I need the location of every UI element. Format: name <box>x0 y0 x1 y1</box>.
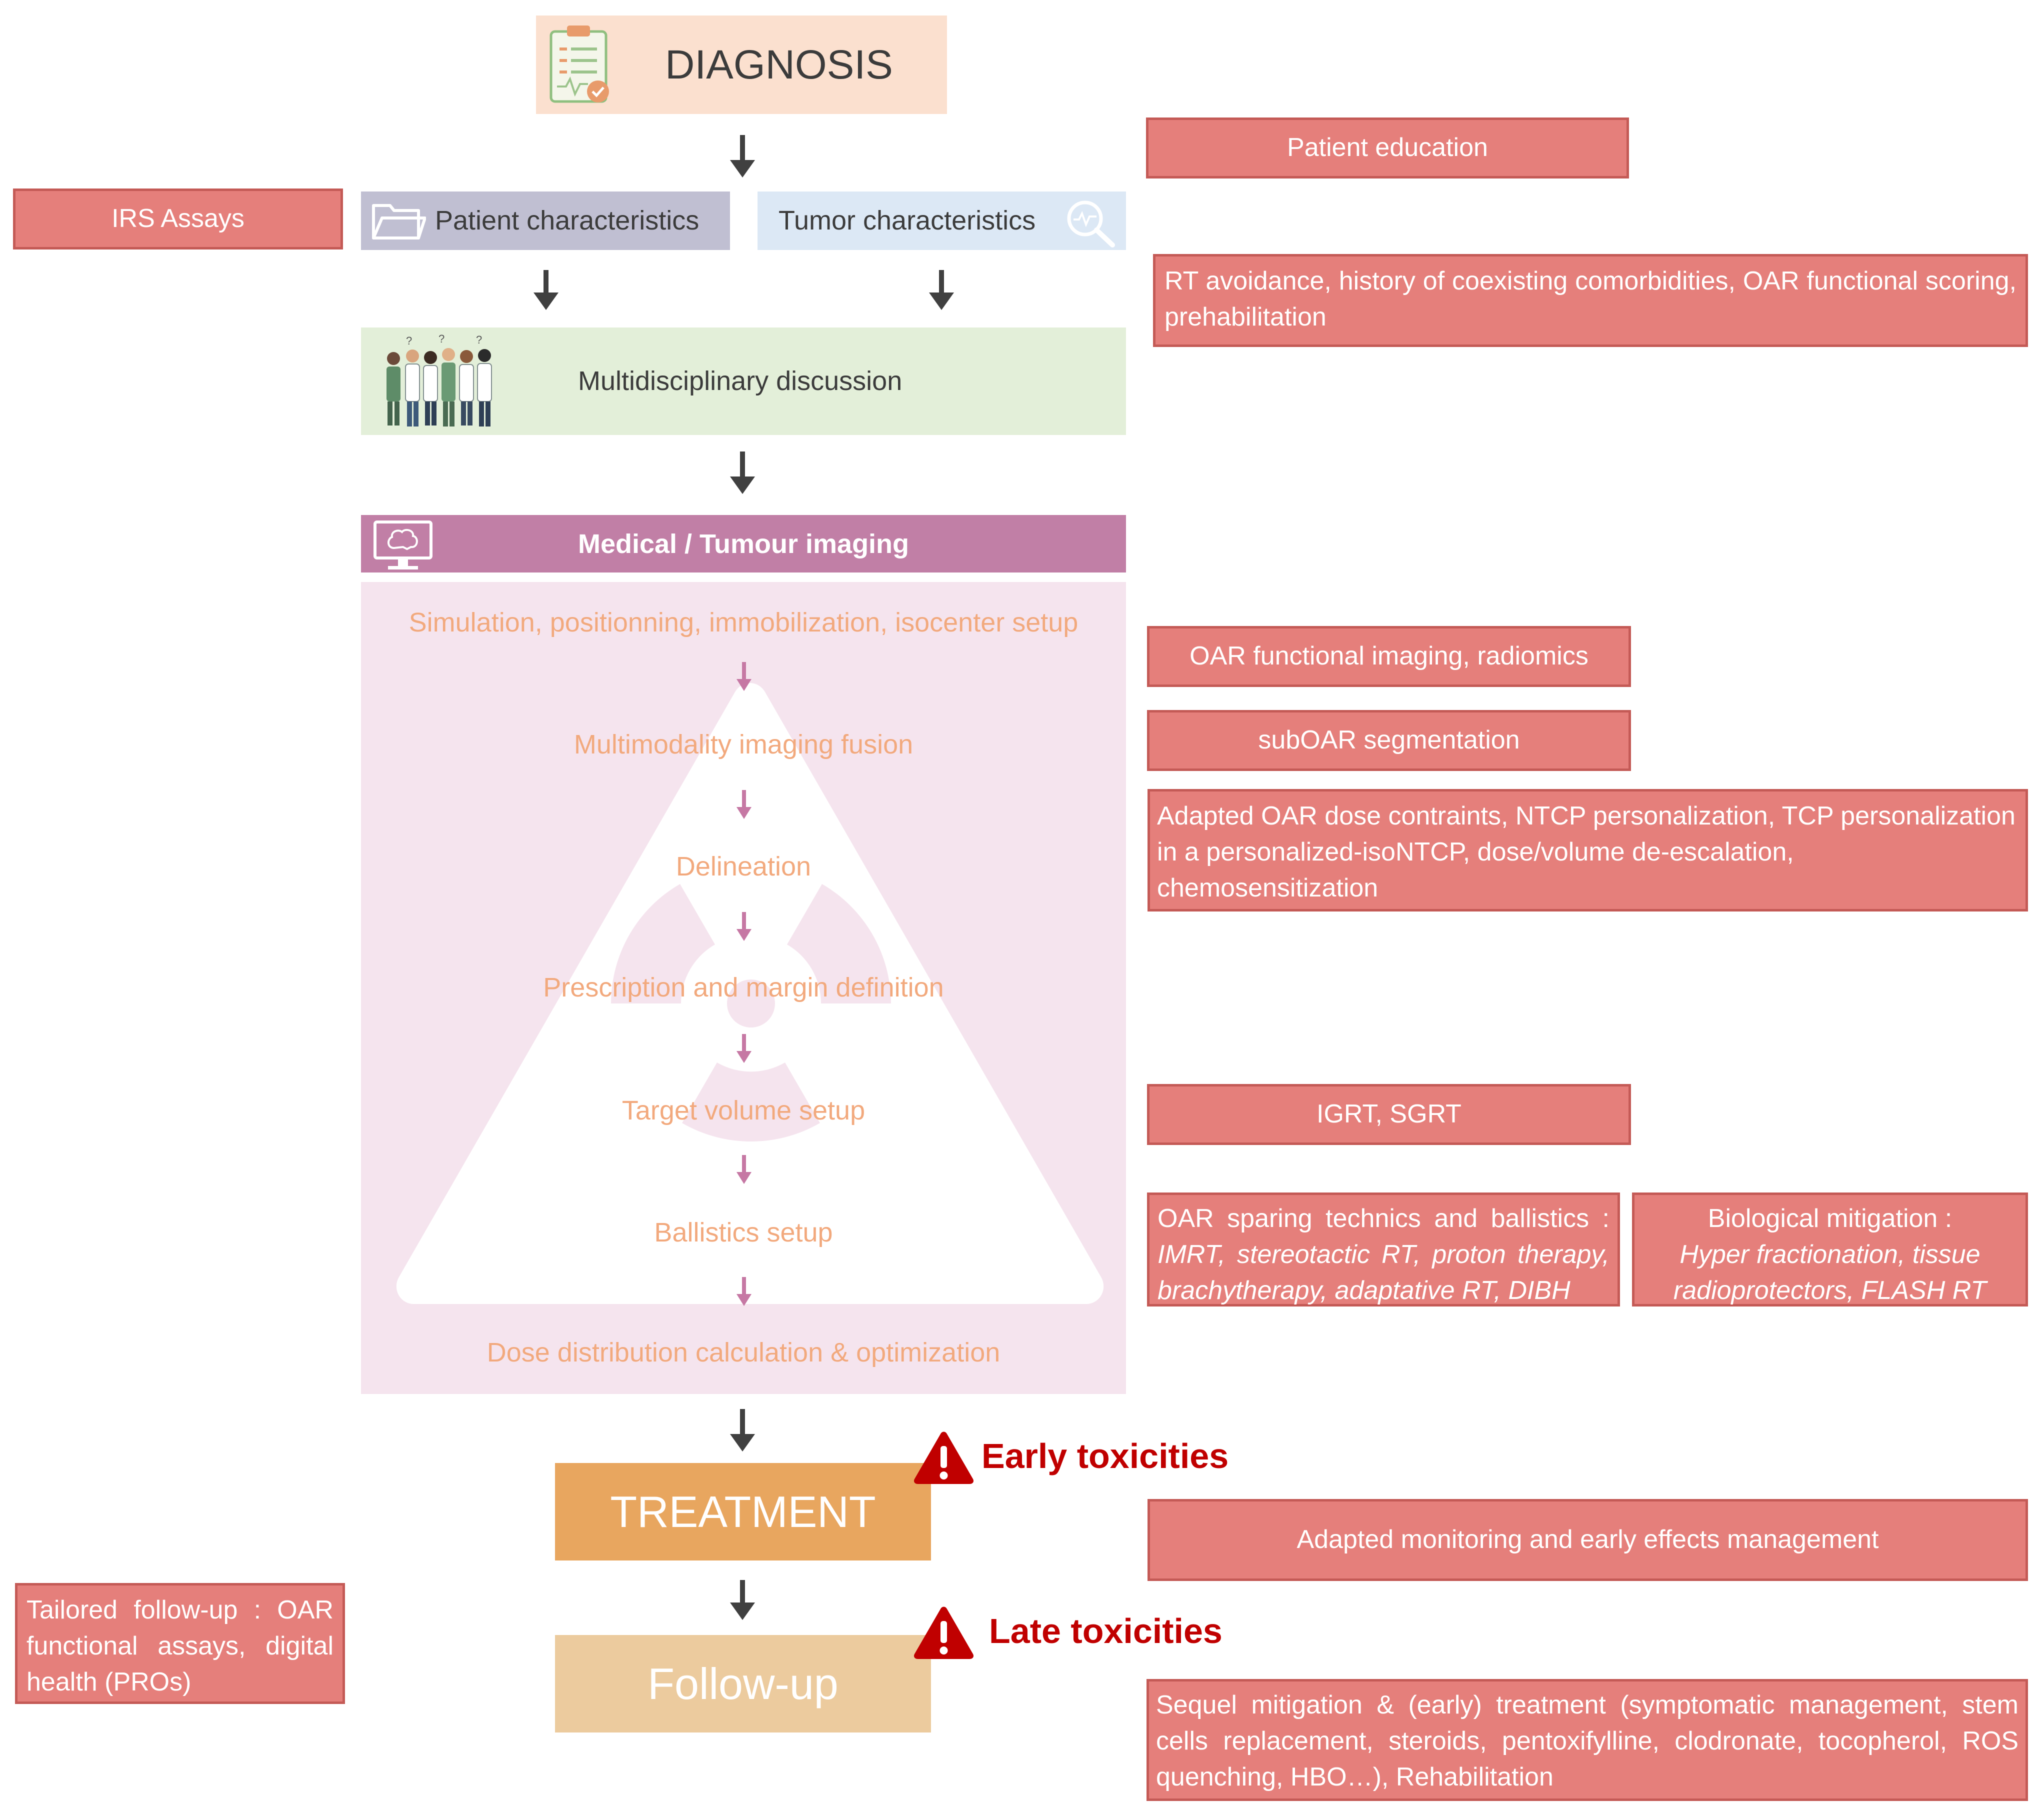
step-imaging-fusion: Multimodality imaging fusion <box>574 730 914 760</box>
svg-text:?: ? <box>406 334 412 347</box>
oar-functional-imaging-box: OAR functional imaging, radiomics <box>1147 626 1631 687</box>
svg-text:?: ? <box>476 334 482 346</box>
tumor-characteristics-box: Tumor characteristics <box>758 192 1126 250</box>
folder-icon <box>371 200 426 244</box>
step-dose-distribution: Dose distribution calculation & optimiza… <box>486 1338 1000 1368</box>
adapted-dose-box: Adapted OAR dose contraints, NTCP person… <box>1148 789 2028 912</box>
step-prescription: Prescription and margin definition <box>543 972 944 1002</box>
diagnosis-label: DIAGNOSIS <box>665 42 893 88</box>
oar-sparing-title: OAR sparing technics and ballistics : <box>1158 1204 1610 1233</box>
sequel-mitigation-box: Sequel mitigation & (early) treatment (s… <box>1146 1679 2028 1801</box>
flow-arrow-patient <box>534 270 558 310</box>
clipboard-icon <box>542 22 617 108</box>
step-target-volume: Target volume setup <box>622 1096 866 1126</box>
biological-mitigation-title: Biological mitigation : <box>1708 1204 1952 1233</box>
followup-box: Follow-up <box>555 1635 931 1732</box>
tumor-characteristics-label: Tumor characteristics <box>778 206 1036 236</box>
step-arrow-4 <box>736 1034 752 1063</box>
imaging-label: Medical / Tumour imaging <box>578 528 910 559</box>
magnifier-icon <box>1062 198 1118 250</box>
igrt-sgrt-box: IGRT, SGRT <box>1147 1084 1631 1145</box>
planning-panel: Simulation, positionning, immobilization… <box>361 582 1126 1394</box>
irs-assays-box: IRS Assays <box>13 188 343 250</box>
patient-characteristics-box: Patient characteristics <box>361 192 730 250</box>
patient-characteristics-label: Patient characteristics <box>435 206 700 236</box>
medical-team-icon: ??? <box>378 332 508 431</box>
svg-text:?: ? <box>438 334 444 345</box>
late-toxicities-label: Late toxicities <box>989 1612 1222 1650</box>
step-simulation: Simulation, positionning, immobilization… <box>408 608 1078 638</box>
warning-icon <box>914 1606 974 1659</box>
suboar-segmentation-box: subOAR segmentation <box>1147 710 1631 771</box>
flow-arrow-planning <box>730 1409 755 1452</box>
tailored-followup-box: Tailored follow-up : OAR functional assa… <box>15 1583 345 1704</box>
early-toxicities-label: Early toxicities <box>982 1436 1229 1476</box>
patient-education-box: Patient education <box>1146 118 1629 178</box>
step-arrow-3 <box>736 912 752 941</box>
step-arrow-5 <box>736 1155 752 1184</box>
radiation-warning-triangle <box>396 683 1104 1304</box>
imaging-box: Medical / Tumour imaging <box>361 515 1126 572</box>
step-arrow-1 <box>736 662 752 691</box>
flow-arrow-tumor <box>929 270 954 310</box>
step-arrow-2 <box>736 790 752 819</box>
treatment-box: TREATMENT <box>555 1463 931 1560</box>
step-delineation: Delineation <box>676 852 812 882</box>
adapted-monitoring-box: Adapted monitoring and early effects man… <box>1148 1499 2028 1581</box>
step-arrow-6 <box>736 1277 752 1306</box>
brain-monitor-icon <box>372 519 437 574</box>
multidisciplinary-discussion-box: ??? Multidisciplinary discussion <box>361 328 1126 435</box>
biological-mitigation-box: Biological mitigation : Hyper fractionat… <box>1632 1192 2028 1306</box>
oar-sparing-items: IMRT, stereotactic RT, proton therapy, b… <box>1158 1240 1610 1305</box>
flow-arrow-mdt <box>730 452 755 494</box>
step-ballistics: Ballistics setup <box>654 1218 833 1248</box>
rt-avoidance-box: RT avoidance, history of coexisting como… <box>1153 254 2028 347</box>
diagnosis-box: DIAGNOSIS <box>536 16 947 114</box>
flow-arrow-treatment <box>730 1580 755 1620</box>
flow-arrow-diagnosis <box>730 135 755 178</box>
biological-mitigation-items: Hyper fractionation, tissue radioprotect… <box>1673 1240 1987 1305</box>
warning-icon <box>914 1432 974 1484</box>
multidisciplinary-discussion-label: Multidisciplinary discussion <box>578 366 902 396</box>
oar-sparing-box: OAR sparing technics and ballistics : IM… <box>1147 1192 1620 1306</box>
